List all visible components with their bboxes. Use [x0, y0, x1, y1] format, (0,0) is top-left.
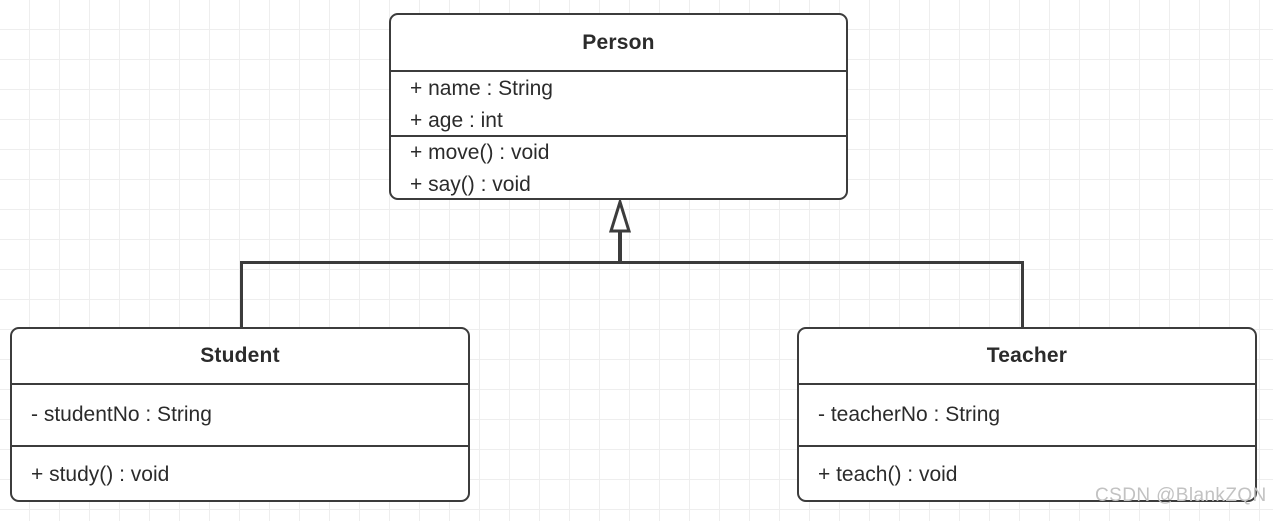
class-student-title-compartment: Student	[12, 329, 468, 383]
generalization-stem-line	[618, 230, 622, 264]
class-student-operations-compartment: + study() : void	[12, 445, 468, 500]
uml-class-student[interactable]: Student - studentNo : String + study() :…	[10, 327, 470, 502]
class-person-title-compartment: Person	[391, 15, 846, 70]
class-teacher-title-compartment: Teacher	[799, 329, 1255, 383]
class-student-operation: + study() : void	[31, 462, 170, 486]
generalization-crossbar-line	[241, 261, 1024, 264]
generalization-branch-line-student	[240, 261, 243, 329]
class-person-attributes-compartment: + name : String + age : int	[391, 70, 846, 135]
class-person-attribute: + age : int	[410, 108, 503, 132]
class-person-name: Person	[582, 30, 655, 54]
class-teacher-attribute: - teacherNo : String	[818, 403, 1001, 427]
class-person-operation: + say() : void	[410, 172, 531, 196]
class-person-attribute: + name : String	[410, 77, 553, 101]
class-teacher-operation: + teach() : void	[818, 462, 958, 486]
class-teacher-attributes-compartment: - teacherNo : String	[799, 383, 1255, 445]
class-person-operation: + move() : void	[410, 141, 550, 165]
class-student-name: Student	[200, 344, 280, 367]
class-student-attributes-compartment: - studentNo : String	[12, 383, 468, 445]
generalization-branch-line-teacher	[1021, 261, 1024, 329]
class-person-operations-compartment: + move() : void + say() : void	[391, 135, 846, 198]
uml-class-teacher[interactable]: Teacher - teacherNo : String + teach() :…	[797, 327, 1257, 502]
class-student-attribute: - studentNo : String	[31, 403, 212, 427]
uml-class-person[interactable]: Person + name : String + age : int + mov…	[389, 13, 848, 200]
class-teacher-operations-compartment: + teach() : void	[799, 445, 1255, 500]
class-teacher-name: Teacher	[986, 344, 1068, 367]
